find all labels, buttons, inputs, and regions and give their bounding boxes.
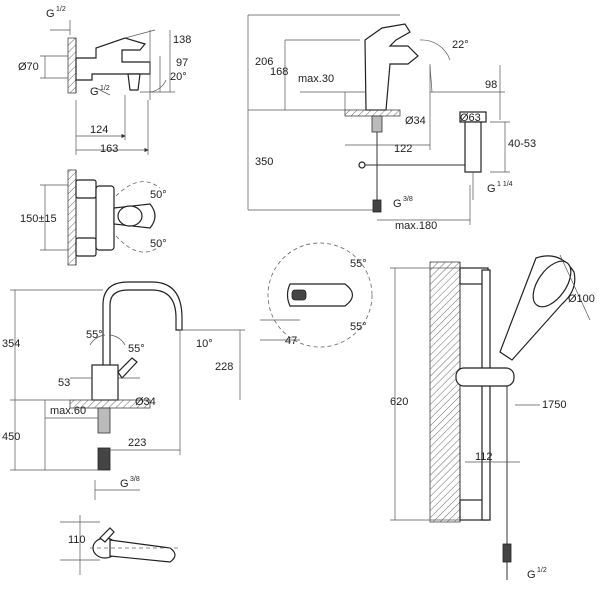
kitchen-dim-d34: Ø34 [135, 396, 156, 408]
kitchen-g38-exp: 3/8 [130, 476, 140, 483]
basin-dim-206: 206 [255, 56, 273, 68]
basin-top-view [260, 242, 373, 348]
basin-dim-max30: max.30 [298, 73, 334, 85]
kitchen-dim-53: 53 [58, 377, 70, 389]
top-view-dim-55b: 55° [350, 321, 367, 333]
shower-g12: G [527, 569, 536, 581]
bath-dim-50b: 50° [150, 238, 167, 250]
shower-head-face [532, 260, 572, 308]
wall-hatch [67, 37, 77, 94]
basin-g38-exp: 3/8 [403, 196, 413, 203]
shower-g12-exp: 1/2 [537, 567, 547, 574]
basin-dim-168: 168 [270, 66, 288, 78]
right-eccentric [75, 237, 97, 257]
top-view-dim-47: 47 [285, 335, 297, 347]
kitchen-mixer-drawing [10, 281, 245, 500]
bath-g-thread: G [46, 8, 55, 20]
kitchen-dim-223: 223 [128, 437, 146, 449]
hose-end [502, 543, 512, 563]
top-view-cap [291, 289, 307, 301]
shower-rail [481, 269, 491, 521]
kitchen-dim-228: 228 [215, 361, 233, 373]
bath-mixer-top-view [40, 169, 161, 266]
kitchen-top-view [60, 515, 180, 575]
shower-set-drawing [390, 254, 591, 580]
bath-g-inlet: G [90, 86, 99, 98]
bath-dim-97: 97 [176, 57, 188, 69]
kitchen-lever-top [99, 527, 115, 543]
hose-fitting [372, 199, 382, 213]
kitchen-dim-55a: 55° [86, 329, 103, 341]
kitchen-mixer-base [91, 364, 119, 401]
kitchen-dim-110: 110 [68, 534, 86, 546]
waste-body [464, 121, 482, 173]
top-view-lever [286, 283, 354, 307]
shower-dim-d100: Ø100 [568, 293, 595, 305]
kitchen-dim-55b: 55° [128, 343, 145, 355]
shower-dim-620: 620 [390, 396, 408, 408]
bath-dim-d70: Ø70 [18, 61, 39, 73]
left-eccentric [75, 179, 97, 199]
shower-dim-1750: 1750 [542, 399, 566, 411]
kitchen-dim-10deg: 10° [196, 338, 213, 350]
bath-dim-50a: 50° [150, 189, 167, 201]
shower-wall-hatch [429, 261, 461, 523]
bath-dim-163: 163 [100, 143, 118, 155]
shower-dim-112: 112 [475, 451, 493, 463]
kitchen-dim-450: 450 [2, 431, 20, 443]
basin-g38: G [393, 198, 402, 210]
kitchen-hose-fitting [97, 447, 111, 471]
basin-shank [371, 115, 383, 133]
basin-dim-d34: Ø34 [405, 115, 426, 127]
basin-g114: G [487, 183, 496, 195]
basin-dim-max180: max.180 [395, 220, 437, 232]
basin-g114-exp: 1 1/4 [497, 181, 513, 188]
basin-dim-350: 350 [255, 156, 273, 168]
kitchen-spout [102, 281, 183, 369]
top-view-dim-55a: 55° [350, 258, 367, 270]
bath-mixer-side-view [40, 20, 175, 155]
bath-mixer-body [75, 37, 151, 81]
basin-dim-122: 122 [394, 143, 412, 155]
slider [455, 367, 515, 387]
bath-dim-124: 124 [90, 124, 108, 136]
bath-g-thread-exp: 1/2 [56, 6, 66, 13]
mixer-body-top [95, 185, 115, 251]
kitchen-dim-354: 354 [2, 338, 20, 350]
bath-dim-138: 138 [173, 34, 191, 46]
kitchen-shank [97, 407, 111, 434]
basin-dim-40-53: 40-53 [508, 138, 536, 150]
lever-cap [117, 205, 143, 227]
basin-dim-22deg: 22° [452, 39, 469, 51]
wall-hatch [67, 169, 77, 266]
bath-spout [127, 73, 141, 91]
basin-dim-98: 98 [485, 79, 497, 91]
bath-dim-20deg: 20° [170, 71, 187, 83]
kitchen-lever [117, 357, 138, 379]
basin-mixer-drawing [247, 14, 510, 225]
kitchen-spout-top [109, 539, 176, 563]
bath-dim-150: 150±15 [20, 213, 57, 225]
basin-mixer-body [364, 23, 419, 111]
kitchen-dim-max60: max.60 [50, 405, 86, 417]
bath-g-inlet-exp: 1/2 [100, 85, 110, 92]
basin-countertop [344, 109, 401, 117]
kitchen-g38: G [120, 478, 129, 490]
basin-dim-d63: Ø63 [460, 112, 481, 124]
